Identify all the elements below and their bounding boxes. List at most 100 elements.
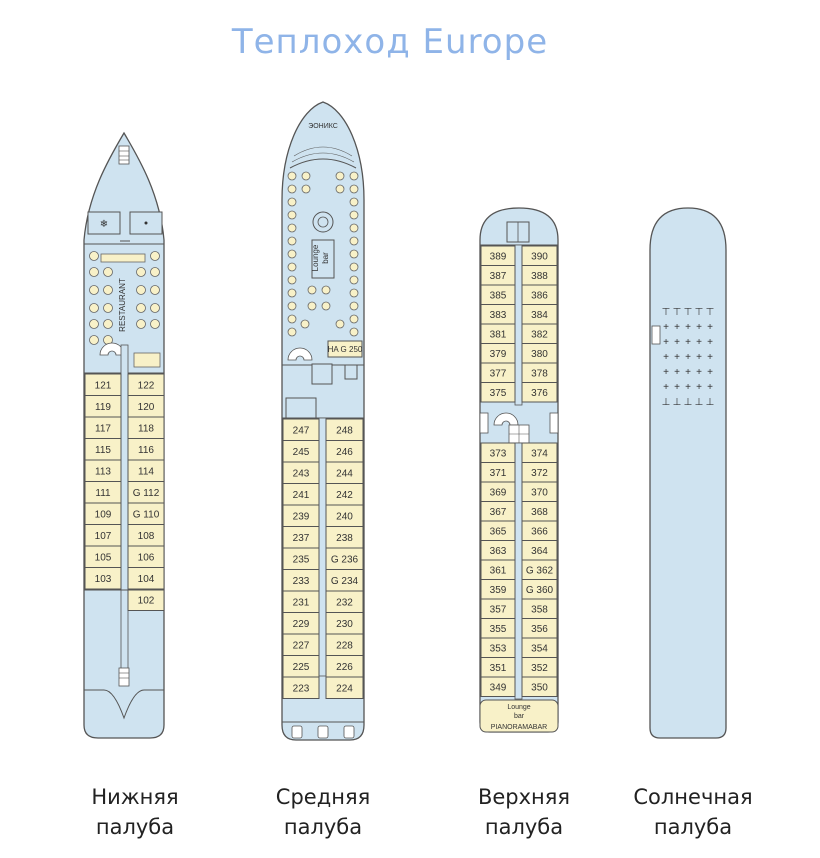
cabin-349[interactable] [480,676,516,697]
lounge-table [349,210,359,220]
cabin-number: 114 [138,466,154,477]
panorama-bar[interactable] [479,699,559,733]
sun-lounger: ⊤ [706,307,715,318]
lounge-table [307,285,317,295]
lounge-table [349,223,359,233]
sun-lounger: + [696,382,702,393]
cabin-number: 230 [336,619,353,630]
dining-table [136,319,146,329]
cabin-103[interactable] [84,567,122,590]
lounge-table [349,249,359,259]
upper-deck-title: Верхняя палуба [454,782,594,842]
restaurant-label: RESTAURANT [118,278,127,332]
sun-lounger: + [674,352,680,363]
cabin-number: G 360 [526,585,554,596]
cabin-224[interactable] [325,676,364,699]
cabin-number: 382 [531,329,548,340]
dining-table [136,267,146,277]
cabin-number: 116 [138,445,154,456]
cabin-number: 350 [531,682,548,693]
sun-lounger: + [663,382,669,393]
side-stairs-left [479,412,489,434]
spiral-staircase [493,412,519,426]
cabin-number: 245 [293,447,310,458]
cabin-102[interactable] [127,588,165,611]
sun-lounger: + [707,352,713,363]
dining-table [150,319,160,329]
sun-deck-title-line2: палуба [653,815,733,839]
sun-deck-title-line1: Солнечная [633,785,753,809]
cabin-number: 247 [293,425,310,436]
cabin-number: 374 [531,448,548,459]
sun-lounger: + [663,352,669,363]
sun-lounger: ⊤ [673,307,682,318]
cabin-376[interactable] [521,382,558,403]
middle-deck-plan[interactable]: ЭОНИКС Lounge bar HA G 250 2472452432412… [281,101,365,741]
cabin-number: 102 [138,595,155,606]
panorama-lounge-label: Lounge [507,704,530,711]
sun-lounger: ⊤ [684,307,693,318]
cabin-number: 238 [336,533,353,544]
page-title: Теплоход Europe [231,22,549,62]
cabin-ha-g-250-label: HA G 250 [328,345,363,354]
lounge-table [287,262,297,272]
cabin-number: 107 [95,531,112,542]
dining-table [89,251,99,261]
sun-lounger: ⊥ [684,397,693,408]
lounge-table [287,301,297,311]
cabin-number: 237 [293,533,310,544]
dining-table [103,267,113,277]
cabin-number: 103 [95,574,112,585]
lounge-table [335,319,345,329]
cabin-number: 118 [138,423,154,434]
sun-deck-title: Солнечная палуба [618,782,768,842]
cabin-number: 231 [293,597,310,608]
dining-table [89,319,99,329]
dining-table [136,303,146,313]
cabin-number: 378 [531,368,548,379]
stern-hatch [291,725,303,739]
bow-stairs [118,145,130,165]
dining-table [150,285,160,295]
lower-deck-plan[interactable]: ❄ RESTAURANT 121119117115113111109107105… [83,131,165,739]
cabin-number: 384 [531,310,548,321]
cabin-350[interactable] [521,676,558,697]
cabin-ha-g-250[interactable] [327,340,363,358]
stern-outline [84,689,164,720]
cabin-number: 375 [490,388,507,399]
cabin-number: 227 [293,640,310,651]
lounge-table [287,249,297,259]
sun-deck-hull [649,207,727,739]
stern-hatch [317,725,329,739]
stern-hatch [343,725,355,739]
sun-deck-plan[interactable]: ⊤⊤⊤⊤⊤+++++++++++++++++++++++++⊥⊥⊥⊥⊥ [649,207,727,739]
dining-table [103,285,113,295]
cabin-number: 367 [490,507,507,518]
sun-lounger: + [685,337,691,348]
cabin-number: 111 [95,488,111,499]
lounge-table [349,327,359,337]
cabin-375[interactable] [480,382,516,403]
lounge-table [287,314,297,324]
restaurant-table-group [133,352,161,368]
sun-lounger: + [696,367,702,378]
buffet-counter [100,253,146,263]
cabin-number: 121 [95,380,112,391]
lounge-table [287,288,297,298]
sun-lounger: + [696,352,702,363]
sun-lounger: + [685,382,691,393]
cabin-223[interactable] [282,676,320,699]
sun-lounger: + [696,322,702,333]
sun-deck-stairs [651,325,661,345]
sun-lounger: ⊥ [695,397,704,408]
lounge-tables [287,171,359,337]
lounge-table [335,171,345,181]
cabin-number: 376 [531,388,548,399]
middle-deck-title-line2: палуба [283,815,363,839]
sun-lounger: ⊤ [695,307,704,318]
cabin-number: 358 [531,604,548,615]
lounge-table [321,285,331,295]
